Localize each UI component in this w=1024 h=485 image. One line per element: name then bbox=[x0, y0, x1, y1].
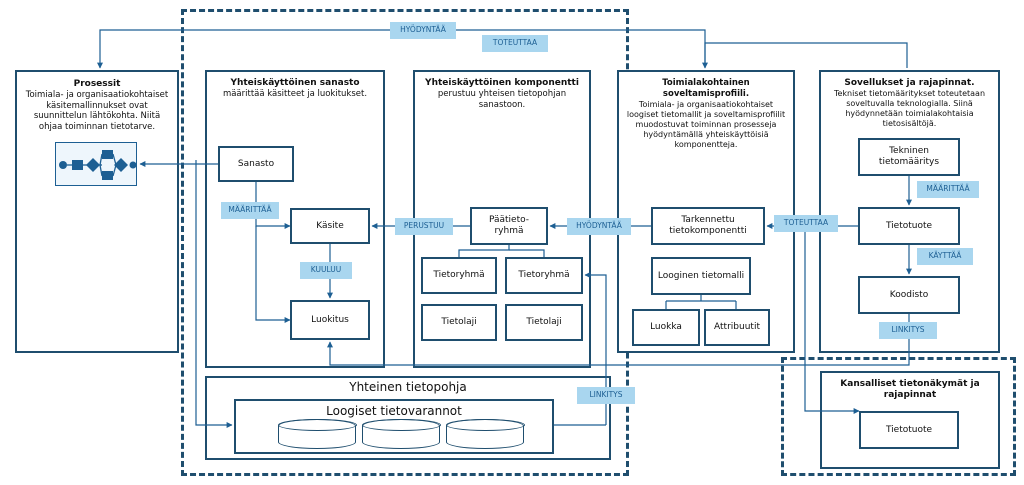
applications-description: Tekniset tietomääritykset toteutetaan so… bbox=[833, 89, 986, 128]
component-title: Yhteiskäyttöinen komponentti bbox=[425, 78, 579, 88]
vocabulary-title: Yhteiskäyttöinen sanasto bbox=[230, 78, 360, 88]
process-panel: Prosessit Toimiala- ja organisaatiokohta… bbox=[15, 70, 179, 353]
data-store-cylinder-1 bbox=[277, 418, 357, 449]
koodisto-box[interactable]: Koodisto bbox=[858, 276, 960, 314]
tietoryhma-box-1[interactable]: Tietoryhmä bbox=[421, 257, 497, 294]
tietoryhma-box-2[interactable]: Tietoryhmä bbox=[505, 257, 583, 294]
national-views-group bbox=[781, 357, 1016, 476]
label-hyodyntaa-top: HYÖDYNTÄÄ bbox=[390, 22, 456, 39]
attribuutit-box[interactable]: Attribuutit bbox=[704, 309, 770, 346]
process-description: Toimiala- ja organisaatiokohtaiset käsit… bbox=[25, 90, 169, 132]
tekninen-box[interactable]: Tekninen tietomääritys bbox=[858, 138, 960, 176]
shared-data-base-title: Yhteinen tietopohja bbox=[349, 380, 467, 394]
sanasto-box[interactable]: Sanasto bbox=[218, 146, 294, 182]
tarkennettu-box[interactable]: Tarkennettu tietokomponentti bbox=[651, 207, 765, 245]
label-kayttaa: KÄYTTÄÄ bbox=[917, 248, 973, 265]
tietolaji-box-1[interactable]: Tietolaji bbox=[421, 304, 497, 341]
label-toteuttaa-mid: TOTEUTTAA bbox=[774, 215, 838, 232]
label-hyodyntaa-mid: HYÖDYNTÄÄ bbox=[567, 218, 631, 235]
luokka-box[interactable]: Luokka bbox=[632, 309, 700, 346]
label-maarittaa-left: MÄÄRITTÄÄ bbox=[221, 202, 279, 219]
tietolaji-box-2[interactable]: Tietolaji bbox=[505, 304, 583, 341]
applications-title: Sovellukset ja rajapinnat. bbox=[844, 78, 975, 88]
label-linkitys-mid: LINKITYS bbox=[577, 387, 635, 404]
label-toteuttaa-top: TOTEUTTAA bbox=[482, 35, 548, 52]
process-flow-icon bbox=[55, 142, 137, 186]
paatietoryhma-box[interactable]: Päätieto- ryhmä bbox=[470, 207, 548, 245]
vocabulary-description: määrittää käsitteet ja luokitukset. bbox=[222, 89, 368, 99]
data-store-cylinder-2 bbox=[361, 418, 441, 449]
luokitus-box[interactable]: Luokitus bbox=[290, 300, 370, 340]
data-store-cylinder-3 bbox=[445, 418, 525, 449]
kasite-box[interactable]: Käsite bbox=[290, 208, 370, 244]
national-views-title: Kansalliset tietonäkymät ja rajapinnat bbox=[840, 379, 980, 400]
logical-data-stores-title: Loogiset tietovarannot bbox=[326, 404, 462, 418]
tietotuote-box[interactable]: Tietotuote bbox=[858, 207, 960, 245]
looginen-box[interactable]: Looginen tietomalli bbox=[651, 257, 751, 295]
label-linkitys-right: LINKITYS bbox=[879, 322, 937, 339]
label-maarittaa-right: MÄÄRITTÄÄ bbox=[917, 181, 979, 198]
industry-profile-title: Toimialakohtainen soveltamisprofiili. bbox=[662, 78, 750, 99]
process-title: Prosessit bbox=[73, 79, 121, 89]
label-perustuu: PERUSTUU bbox=[395, 218, 453, 235]
industry-profile-description: Toimiala- ja organisaatiokohtaiset loogi… bbox=[626, 100, 786, 149]
label-kuuluu: KUULUU bbox=[300, 262, 352, 279]
kansalliset-tietotuote-box[interactable]: Tietotuote bbox=[859, 411, 959, 449]
component-description: perustuu yhteisen tietopohjan sanastoon. bbox=[437, 89, 567, 110]
